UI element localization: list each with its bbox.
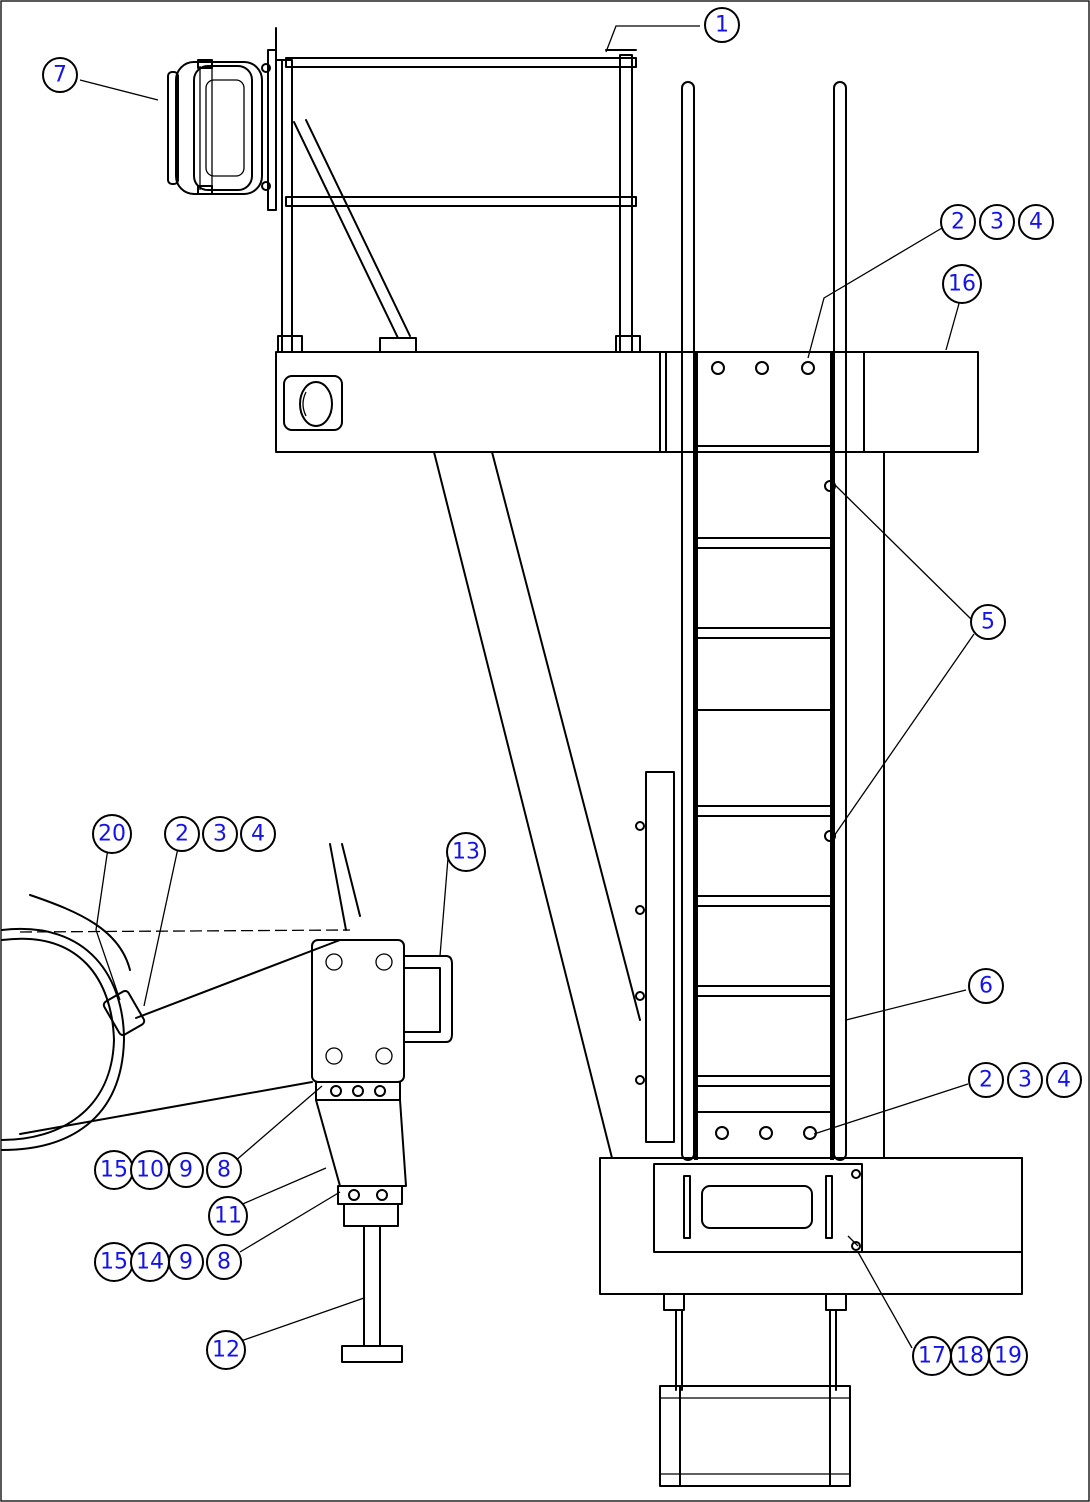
- callout-2-detail: 2: [164, 816, 200, 852]
- svg-text:18: 18: [956, 1344, 984, 1369]
- svg-text:9: 9: [179, 1158, 193, 1183]
- callout-14: 14: [130, 1242, 170, 1282]
- detail-bracket: [19, 939, 453, 1363]
- callout-15-upper: 15: [94, 1150, 134, 1190]
- svg-text:20: 20: [98, 822, 126, 847]
- svg-text:5: 5: [981, 610, 995, 635]
- callout-17: 17: [912, 1336, 952, 1376]
- svg-text:6: 6: [979, 974, 993, 999]
- svg-text:7: 7: [53, 63, 67, 88]
- frame-strut-b: [491, 451, 641, 1021]
- callout-3-mid: 3: [1007, 1062, 1043, 1098]
- callout-5: 5: [970, 604, 1006, 640]
- svg-text:19: 19: [994, 1344, 1022, 1369]
- callout-11: 11: [208, 1196, 248, 1236]
- callout-3-detail: 3: [202, 816, 238, 852]
- svg-text:2: 2: [175, 822, 189, 847]
- callout-13: 13: [446, 832, 486, 872]
- svg-text:4: 4: [1057, 1068, 1071, 1093]
- callout-8-lower: 8: [206, 1244, 242, 1280]
- lower-step: [659, 1293, 851, 1487]
- callout-12: 12: [206, 1330, 246, 1370]
- svg-text:4: 4: [251, 822, 265, 847]
- callout-3-top: 3: [979, 204, 1015, 240]
- leader-lines: [79, 25, 975, 1349]
- work-lamp: [167, 49, 277, 211]
- svg-text:8: 8: [217, 1158, 231, 1183]
- frame-strut-a: [433, 451, 613, 1159]
- svg-text:9: 9: [179, 1250, 193, 1275]
- svg-text:16: 16: [948, 272, 976, 297]
- callout-18: 18: [950, 1336, 990, 1376]
- callout-16: 16: [942, 264, 982, 304]
- svg-text:13: 13: [452, 840, 480, 865]
- svg-text:11: 11: [214, 1204, 242, 1229]
- callout-1: 1: [704, 7, 740, 43]
- callout-2-mid: 2: [968, 1062, 1004, 1098]
- svg-text:3: 3: [1018, 1068, 1032, 1093]
- handrail: [275, 27, 641, 353]
- callout-10: 10: [130, 1150, 170, 1190]
- svg-text:12: 12: [212, 1338, 240, 1363]
- svg-text:4: 4: [1029, 210, 1043, 235]
- svg-text:15: 15: [100, 1250, 128, 1275]
- svg-text:1: 1: [715, 13, 729, 38]
- callout-20: 20: [92, 814, 132, 854]
- callout-4-top: 4: [1018, 204, 1054, 240]
- callout-8-upper: 8: [206, 1152, 242, 1188]
- callout-6: 6: [968, 968, 1004, 1004]
- svg-text:8: 8: [217, 1250, 231, 1275]
- svg-text:2: 2: [979, 1068, 993, 1093]
- callout-9-upper: 9: [168, 1152, 204, 1188]
- svg-text:3: 3: [990, 210, 1004, 235]
- svg-text:2: 2: [951, 210, 965, 235]
- bottom-step-box: [599, 1157, 1023, 1295]
- callout-4-mid: 4: [1046, 1062, 1082, 1098]
- svg-text:17: 17: [918, 1344, 946, 1369]
- main-ladder: [635, 81, 847, 1161]
- callout-15-lower: 15: [94, 1242, 134, 1282]
- callout-4-detail: 4: [240, 816, 276, 852]
- svg-text:3: 3: [213, 822, 227, 847]
- svg-text:15: 15: [100, 1158, 128, 1183]
- callout-2-top: 2: [940, 204, 976, 240]
- svg-text:10: 10: [136, 1158, 164, 1183]
- detail-tank: [1, 843, 361, 1151]
- platform-beam: [275, 351, 979, 453]
- svg-text:14: 14: [136, 1250, 164, 1275]
- callout-9-lower: 9: [168, 1244, 204, 1280]
- callout-7: 7: [42, 57, 78, 93]
- callout-19: 19: [988, 1336, 1028, 1376]
